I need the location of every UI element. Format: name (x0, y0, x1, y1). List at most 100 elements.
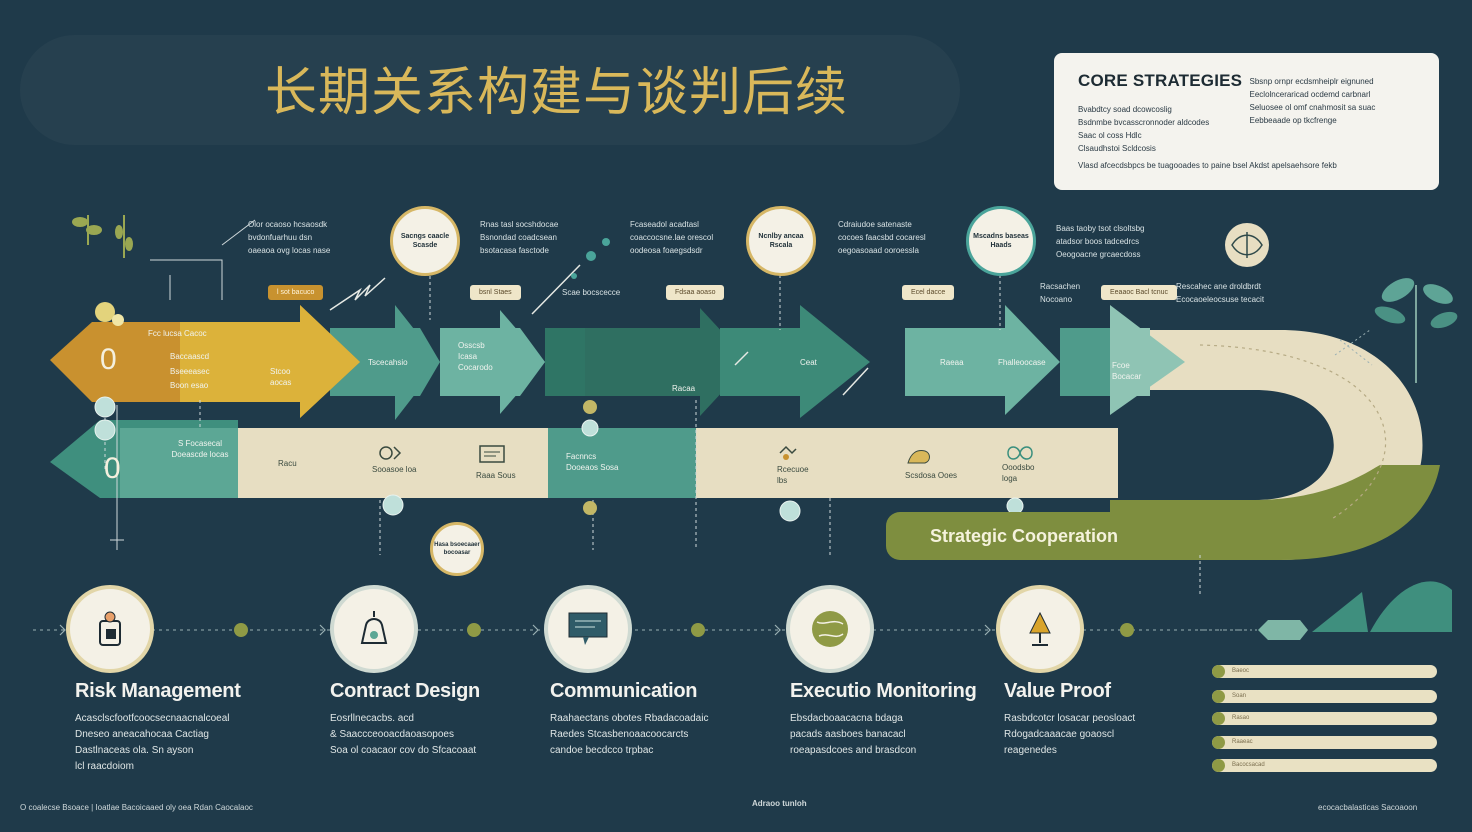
core-line: Eebbeaade op tkcfrenge (1249, 116, 1337, 125)
stage-label: Racsachen Nocoano (1040, 282, 1081, 304)
track-text: Facnncs Dooeaos Sosa (566, 452, 619, 472)
annotation-line: Fcaseadol acadtasl (630, 220, 699, 229)
category-desc: Dneseo aneacahocaa Cactiag (75, 729, 209, 740)
category-desc: lcl raacdoiom (75, 761, 134, 772)
bar-dot (1212, 736, 1225, 749)
track-text: Raaa Sous (476, 471, 516, 480)
annotation-line: Bsnondad coadcsean (480, 233, 557, 242)
bar-label: Bacocsacad (1232, 762, 1265, 768)
progress-bar (1212, 712, 1437, 725)
category-desc: reagenedes (1004, 745, 1057, 756)
track-text: Racu (278, 459, 297, 468)
top-annotation: Olor ocaoso hcsaosdk bvdonfuarhuu dsn oa… (248, 218, 330, 257)
track-text: Fhalleoocase (998, 358, 1046, 367)
track-text: Ooodsbo loga (1002, 463, 1035, 483)
annotation-line: bvdonfuarhuu dsn (248, 233, 313, 242)
stage-label: Scae bocscecce (562, 288, 621, 297)
category-desc: Ebsdacboaacacna bdaga (790, 713, 903, 724)
annotation-line: oodeosa foaegsdsdr (630, 246, 703, 255)
track-text: Scsdosa Ooes (905, 471, 958, 480)
stage-tag: bsnl Staes (470, 285, 521, 300)
annotation-line: coaccocsne.lae orescol (630, 233, 714, 242)
category-title: Executio Monitoring (790, 680, 977, 702)
annotation-line: Cdraiudoe satenaste (838, 220, 912, 229)
progress-bar (1212, 665, 1437, 678)
category-contract-design: Contract Design Eosrllnecacbs. acd & Saa… (330, 680, 480, 759)
track-text: Sooasoe loa (372, 465, 417, 474)
core-line: Saac ol coss Hdlc (1078, 131, 1142, 140)
category-desc: Soa ol coacaor cov do Sfcacoaat (330, 745, 477, 756)
category-execution-monitoring: Executio Monitoring Ebsdacboaacacna bdag… (790, 680, 977, 759)
annotation-line: Oeogoacne grcaecdoss (1056, 250, 1141, 259)
category-desc: pacads aasboes banacacl (790, 729, 906, 740)
category-value-proof: Value Proof Rasbdcotcr losacar peosloact… (1004, 680, 1135, 759)
annotation-line: bsotacasa fasctode (480, 246, 549, 255)
milestone-circle: Hasa bsoecaaer bocoasar (430, 522, 484, 576)
core-strategies-title: CORE STRATEGIES (1078, 71, 1243, 90)
top-annotation: Rnas tasl socshdocae Bsnondad coadcsean … (480, 218, 558, 257)
track-text: Fcc lucsa Cacoc (148, 329, 207, 338)
annotation-line: Olor ocaoso hcsaosdk (248, 220, 328, 229)
category-desc: Eosrllnecacbs. acd (330, 713, 414, 724)
annotation-line: atadsor boos tadcedrcs (1056, 237, 1140, 246)
top-annotation: Fcaseadol acadtasl coaccocsne.lae oresco… (630, 218, 713, 257)
core-strategies-card: CORE STRATEGIES Bvabdtcy soad dcowcoslig… (1054, 53, 1439, 190)
progress-bar (1212, 690, 1437, 703)
annotation-line: Baas taoby tsot clsoltsbg (1056, 224, 1145, 233)
core-line: Seluosee ol omf cnahmosit sa suac (1249, 103, 1376, 112)
document-board-icon (479, 445, 505, 463)
category-desc: & Saaccceooacdaoasopoes (330, 729, 454, 740)
track-text: Fcoe Bocacar (1112, 361, 1142, 381)
category-title: Risk Management (75, 680, 241, 702)
stage-label: Ecocaoeleocsuse tecacit (1176, 295, 1265, 304)
strategic-cooperation-banner: Strategic Cooperation (886, 512, 1186, 560)
chat-screen-icon (544, 585, 632, 673)
track-text: Baccaascd (170, 352, 210, 361)
footer-right: ecocacbalasticas Sacoaoon (1318, 803, 1418, 812)
progress-bar (1212, 736, 1437, 749)
stage-label: Rescahec ane droldbrdt (1176, 282, 1261, 291)
category-title: Communication (550, 680, 698, 702)
category-communication: Communication Raahaectans obotes Rbadaco… (550, 680, 708, 759)
core-line: Bvabdtcy soad dcowcoslig (1078, 105, 1172, 114)
globe-monitor-icon (786, 585, 874, 673)
category-title: Contract Design (330, 680, 480, 702)
stage-number: 0 (100, 343, 117, 376)
track-text: Racaa (672, 384, 696, 393)
bar-label: Raaeac (1232, 739, 1253, 745)
category-desc: Dastlnaceas ola. Sn ayson (75, 745, 194, 756)
stage-tag: Eeaaoc Bacl tcnuc (1101, 285, 1177, 300)
core-line: Sbsnp ornpr ecdsmheiplr eignuned (1249, 77, 1374, 86)
handshake-icon (779, 445, 797, 460)
bar-dot (1212, 712, 1225, 725)
top-annotation: Baas taoby tsot clsoltsbg atadsor boos t… (1056, 222, 1145, 261)
stage-tag: Fdsaa aoaso (666, 285, 725, 300)
tree-icon (1374, 278, 1458, 383)
track-text: Raeaa (940, 358, 964, 367)
globe-icon (1225, 223, 1269, 267)
annotation-line: oaeaoa ovg locas nase (248, 246, 331, 255)
track-text: Boon esao (170, 381, 209, 390)
top-annotation: Cdraiudoe satenaste cocoes faacsbd cocar… (838, 218, 926, 257)
track-text: Rcecuoe lbs (777, 465, 809, 485)
core-line: Clsaudhstoi Scldcosis (1078, 144, 1156, 153)
annotation-line: oegoasoaad ooroessla (838, 246, 919, 255)
category-desc: Raedes Stcasbenoaacoocarcts (550, 729, 689, 740)
track-text: Ceat (800, 358, 817, 367)
stage-tag: Ecel dacce (902, 285, 955, 300)
milestone-circle: Mscadns baseas Haads (966, 206, 1036, 276)
core-line: Bsdnmbe bvcasscronnoder aldcodes (1078, 118, 1210, 127)
track-text: Stcoo aocas (270, 367, 292, 387)
progress-bar (1212, 759, 1437, 772)
bar-dot (1212, 759, 1225, 772)
bar-dot (1212, 665, 1225, 678)
core-line: Eeclolnceraricad ocdemd carbnarl (1249, 90, 1371, 99)
milestone-circle: Ncnlby ancaa Rscala (746, 206, 816, 276)
footer-center: Adraoo tunloh (752, 799, 807, 808)
stage-tag: l sot bacuco (268, 285, 324, 300)
track-text: Osscsb Icasa Cocarodo (458, 341, 493, 372)
category-title: Value Proof (1004, 680, 1111, 702)
stage-number: 0 (104, 452, 121, 485)
risk-figure-icon (66, 585, 154, 673)
